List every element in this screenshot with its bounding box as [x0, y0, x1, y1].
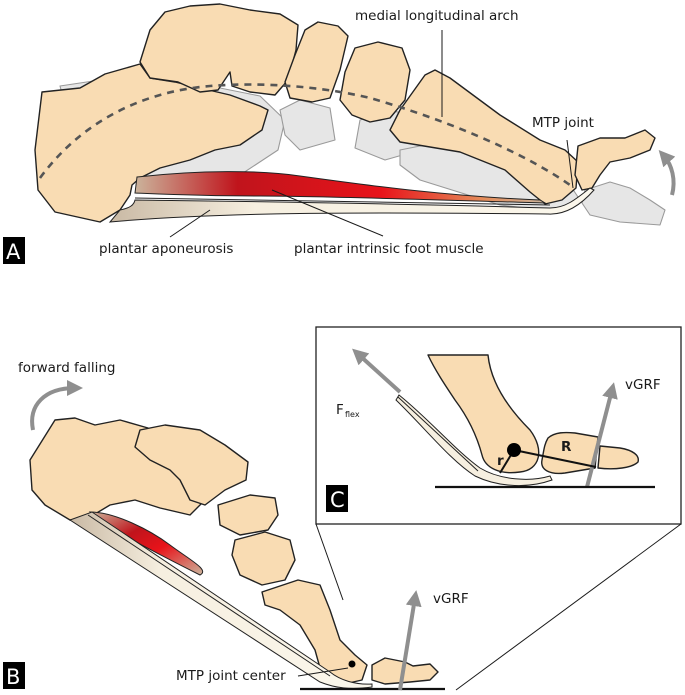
- mtp-center-dot: [348, 660, 356, 668]
- label-mtp-center: MTP joint center: [176, 668, 286, 684]
- navicular-bone: [284, 21, 349, 103]
- label-small-r: r: [497, 453, 504, 469]
- leader-aponeurosis: [169, 209, 211, 238]
- phalanx-proximal-c: [541, 431, 599, 475]
- phalanx-distal-c: [597, 445, 639, 470]
- label-force-flex-sub: flex: [345, 410, 360, 419]
- panel-c: vGRF F flex r R C: [315, 326, 682, 691]
- panel-c-badge: [326, 485, 348, 512]
- panel-b-letter: B: [6, 665, 20, 689]
- arch-dashed-line: [38, 83, 571, 187]
- plantar-aponeurosis: [108, 187, 595, 223]
- panel-c-letter: C: [330, 488, 345, 512]
- plantar-aponeurosis-b: [68, 511, 373, 689]
- label-big-r: R: [561, 439, 572, 455]
- force-flex-arrow: [352, 348, 402, 394]
- moment-arm-R: [513, 449, 597, 468]
- phalanx-bone: [574, 129, 656, 191]
- fascia-line: [134, 197, 551, 206]
- forward-falling-arrow: [30, 380, 83, 431]
- zoom-line-left: [315, 523, 344, 601]
- panel-a-badge: [3, 237, 25, 264]
- fascia-line-b: [87, 514, 331, 677]
- label-muscle: plantar intrinsic foot muscle: [294, 241, 484, 257]
- zoom-line-right: [455, 523, 682, 691]
- leader-muscle: [271, 189, 384, 237]
- panel-b-badge: [3, 662, 25, 689]
- metatarsal-bone-b: [261, 579, 368, 686]
- label-force-flex: F: [336, 402, 344, 418]
- leader-mtp: [566, 139, 574, 189]
- navicular-bone-b: [217, 494, 279, 536]
- cuneiform-bone: [339, 41, 411, 123]
- label-vgrf-b: vGRF: [433, 591, 469, 607]
- ghost-bone: [581, 181, 666, 226]
- label-forward-falling: forward falling: [18, 360, 115, 376]
- panel-b: forward falling vGRF MTP joint center B: [3, 360, 469, 691]
- vgrf-arrow-c: [585, 382, 618, 488]
- label-arch: medial longitudinal arch: [355, 8, 519, 24]
- cuneiform-bone-b: [231, 531, 296, 586]
- metatarsal-head-c: [427, 354, 540, 474]
- talus-bone-b: [134, 424, 249, 506]
- panel-a: medial longitudinal arch MTP joint plant…: [3, 3, 676, 264]
- panel-a-letter: A: [6, 240, 21, 264]
- plantar-intrinsic-muscle: [134, 171, 547, 204]
- mtp-center-dot-c: [507, 443, 521, 457]
- tendon-line: [397, 396, 479, 472]
- ghost-bone: [279, 99, 336, 151]
- toe-rotation-arrow: [658, 150, 676, 196]
- vgrf-arrow-b: [398, 590, 422, 691]
- label-aponeurosis: plantar aponeurosis: [99, 241, 233, 257]
- metatarsal-bone: [389, 69, 579, 205]
- label-mtp-joint: MTP joint: [532, 115, 594, 131]
- leader-mtp-center: [297, 667, 349, 677]
- label-vgrf-c: vGRF: [625, 377, 661, 393]
